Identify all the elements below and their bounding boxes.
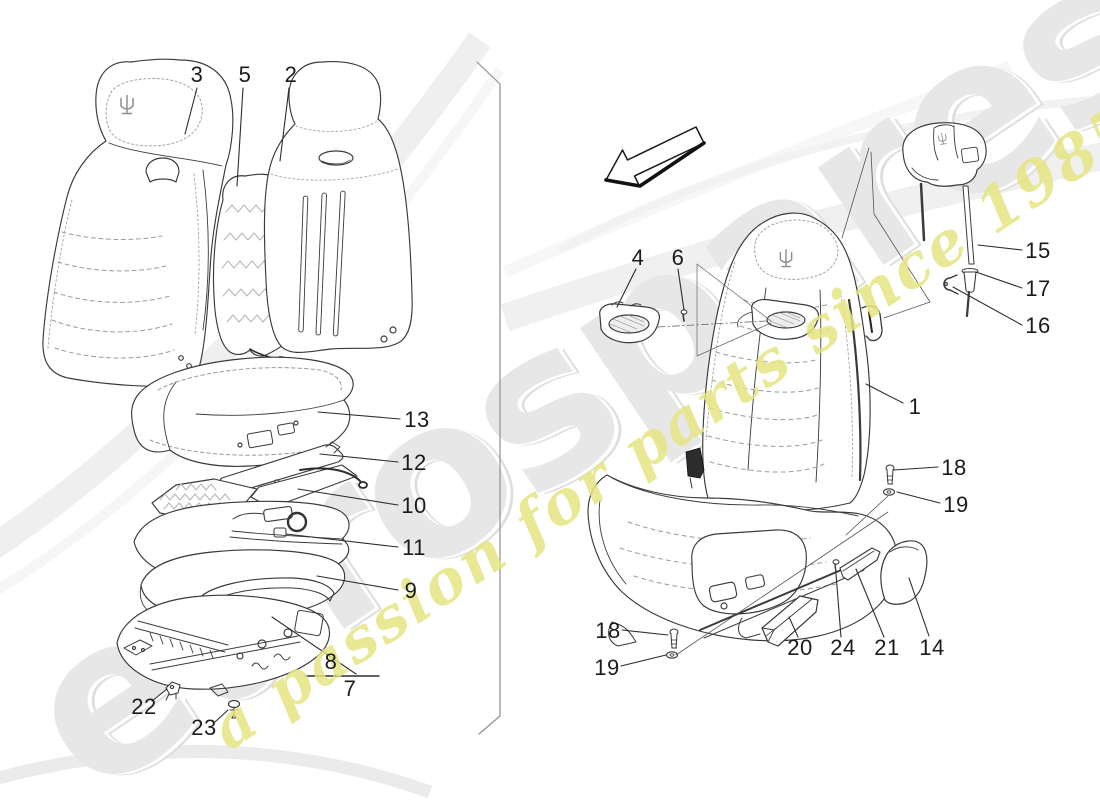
right-panel-assembled-seat	[587, 122, 987, 659]
part-4-speaker-grille	[599, 301, 661, 344]
panel-divider	[476, 61, 501, 735]
part-19-washer-lower	[665, 651, 679, 659]
part-7-8-seat-frame	[116, 594, 331, 697]
part-1-seat-cushion	[587, 474, 898, 647]
part-17-headrest-post-sleeve	[961, 267, 979, 318]
part-14-side-shield	[880, 540, 928, 605]
left-panel-exploded-seat	[42, 58, 413, 719]
part-20-rail-trim	[761, 595, 819, 647]
part-16-retaining-clip	[943, 274, 959, 295]
part-18-bolt-upper	[885, 464, 895, 485]
part-6-grille-screw	[680, 309, 688, 322]
leader-lines	[151, 87, 1023, 723]
part-18-bolt-lower	[669, 628, 679, 649]
part-3-backrest-front-cover	[42, 58, 234, 394]
part-19-washer-upper	[882, 488, 896, 496]
part-13-cushion-cover	[131, 356, 354, 467]
part-23-push-pin	[227, 699, 241, 719]
part-24-screw	[832, 559, 840, 574]
direction-arrow-icon	[604, 126, 706, 188]
part-15-headrest	[902, 122, 987, 265]
part-2-backrest-rear-cover	[263, 60, 413, 353]
part-22-clip	[165, 681, 181, 701]
part-21-trim-strip	[839, 547, 881, 581]
part-1-seat-backrest	[685, 212, 883, 511]
